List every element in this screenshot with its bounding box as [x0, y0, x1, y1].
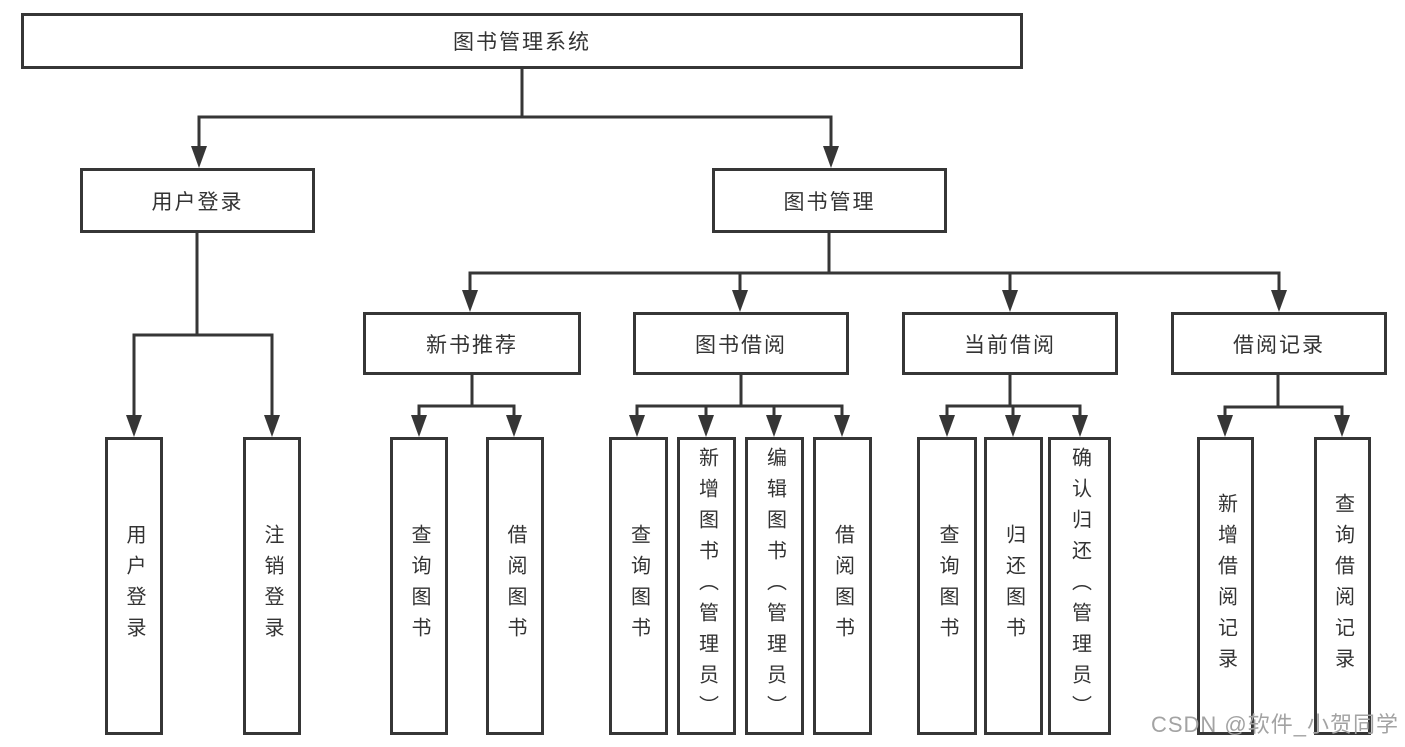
- connector-borrow-records-to-leaves: [1223, 373, 1344, 419]
- connector-book-borrow-to-leaves: [635, 373, 844, 419]
- node-label: 当前借阅: [964, 333, 1056, 357]
- node-label: 新增图书（管理员）: [695, 446, 718, 726]
- node-label: 查询图书: [627, 524, 650, 648]
- leaf-add-borrow-record: 新增借阅记录: [1197, 437, 1254, 735]
- connector-book-mgmt-to-level3: [468, 231, 1281, 294]
- node-current-borrowing: 当前借阅: [902, 312, 1118, 375]
- arrowhead-icon: [939, 415, 955, 437]
- node-user-login: 用户登录: [80, 168, 315, 233]
- node-label: 查询借阅记录: [1331, 493, 1354, 679]
- leaf-logout: 注销登录: [243, 437, 301, 735]
- arrowheads: [126, 146, 1350, 437]
- leaf-query-books: 查询图书: [609, 437, 668, 735]
- arrowhead-icon: [1271, 290, 1287, 312]
- watermark: CSDN @软件_小贺同学: [1150, 712, 1399, 737]
- arrowhead-icon: [766, 415, 782, 437]
- arrowhead-icon: [462, 290, 478, 312]
- node-label: 借阅记录: [1233, 333, 1325, 357]
- node-library-management-system: 图书管理系统: [21, 13, 1023, 69]
- node-label: 注销登录: [261, 524, 283, 648]
- arrowhead-icon: [1072, 415, 1088, 437]
- arrowhead-icon: [823, 146, 839, 168]
- node-borrowing-records: 借阅记录: [1171, 312, 1387, 375]
- leaf-borrow-books: 借阅图书: [486, 437, 544, 735]
- leaf-borrow-books: 借阅图书: [813, 437, 872, 735]
- node-label: 用户登录: [123, 524, 145, 648]
- node-label: 图书管理系统: [453, 31, 591, 54]
- connector-current-borrow-to-leaves: [945, 373, 1082, 419]
- arrowhead-icon: [1002, 290, 1018, 312]
- node-label: 图书借阅: [695, 333, 787, 357]
- arrowhead-icon: [264, 415, 280, 437]
- arrowhead-icon: [698, 415, 714, 437]
- node-new-book-recommendation: 新书推荐: [363, 312, 581, 375]
- node-label: 归还图书: [1002, 524, 1025, 648]
- node-label: 借阅图书: [831, 524, 854, 648]
- node-book-management: 图书管理: [712, 168, 947, 233]
- connector-user-login-to-leaves: [132, 231, 274, 419]
- node-label: 新增借阅记录: [1214, 493, 1237, 679]
- leaf-return-books: 归还图书: [984, 437, 1043, 735]
- node-label: 查询图书: [936, 524, 958, 648]
- leaf-query-books: 查询图书: [917, 437, 977, 735]
- connector-root-to-level2: [197, 67, 833, 150]
- connector-new-book-to-leaves: [417, 373, 516, 419]
- leaf-user-login: 用户登录: [105, 437, 163, 735]
- leaf-add-books-admin: 新增图书（管理员）: [677, 437, 736, 735]
- arrowhead-icon: [1005, 415, 1021, 437]
- leaf-query-borrow-record: 查询借阅记录: [1314, 437, 1371, 735]
- arrowhead-icon: [629, 415, 645, 437]
- node-label: 用户登录: [151, 190, 244, 214]
- leaf-confirm-return-admin: 确认归还（管理员）: [1048, 437, 1111, 735]
- arrowhead-icon: [834, 415, 850, 437]
- arrowhead-icon: [126, 415, 142, 437]
- node-label: 图书管理: [783, 190, 876, 214]
- arrowhead-icon: [411, 415, 427, 437]
- arrowhead-icon: [732, 290, 748, 312]
- arrowhead-icon: [1334, 415, 1350, 437]
- node-book-borrowing: 图书借阅: [633, 312, 849, 375]
- node-label: 确认归还（管理员）: [1068, 446, 1091, 726]
- arrowhead-icon: [191, 146, 207, 168]
- arrowhead-icon: [1217, 415, 1233, 437]
- leaf-query-books: 查询图书: [390, 437, 448, 735]
- node-label: 新书推荐: [426, 333, 518, 357]
- leaf-edit-books-admin: 编辑图书（管理员）: [745, 437, 804, 735]
- node-label: 查询图书: [408, 524, 430, 648]
- node-label: 编辑图书（管理员）: [763, 446, 786, 726]
- node-label: 借阅图书: [504, 524, 526, 648]
- arrowhead-icon: [506, 415, 522, 437]
